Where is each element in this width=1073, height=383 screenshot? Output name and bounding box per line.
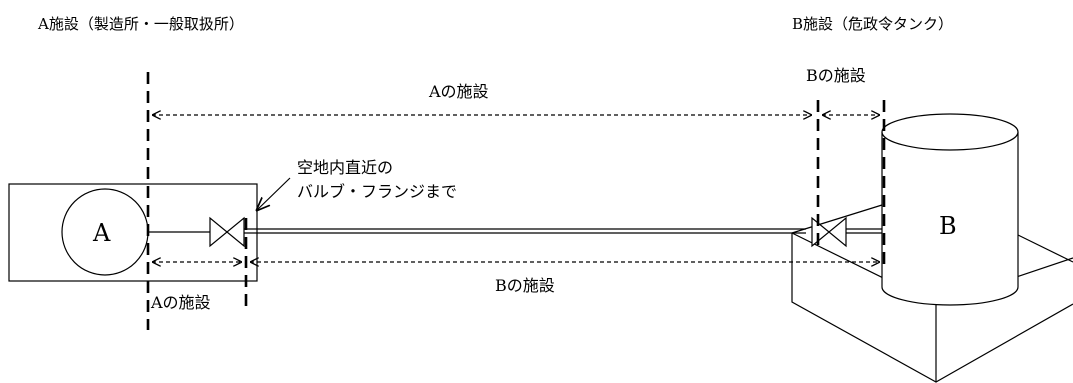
- heading-facility-b: B施設（危政令タンク）: [792, 15, 954, 33]
- main-pipe: [244, 228, 806, 234]
- note-line-1: 空地内直近の: [297, 158, 394, 177]
- cylindrical-tank-icon: [881, 113, 1019, 306]
- tank-b-label: B: [939, 212, 957, 240]
- label-a-range-bottom: Aの施設: [151, 293, 211, 312]
- note-pointer-arrow: [256, 177, 291, 211]
- gate-valve-icon: [209, 216, 245, 248]
- label-b-range-top: Bの施設: [806, 66, 866, 85]
- label-a-range-top: Aの施設: [429, 82, 489, 101]
- heading-facility-a: A施設（製造所・一般取扱所）: [38, 15, 244, 33]
- label-b-range-bottom: Bの施設: [495, 276, 555, 295]
- gate-valve-icon: [811, 216, 882, 248]
- boundary-lines: [146, 72, 886, 330]
- facility-a-box: [8, 183, 258, 282]
- note-line-2: バルブ・フランジまで: [297, 182, 458, 201]
- equipment-a-label: A: [93, 219, 111, 247]
